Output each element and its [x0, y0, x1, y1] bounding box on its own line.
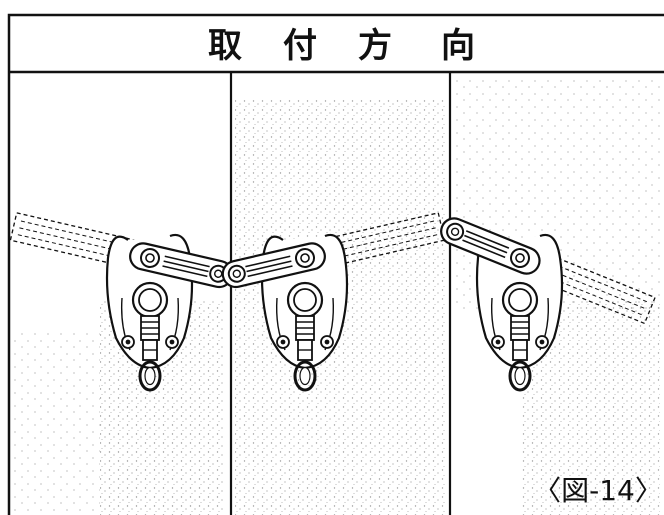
- title-char-3: 方: [358, 26, 392, 66]
- title-char-4: 向: [441, 26, 475, 66]
- title-char-1: 取: [208, 26, 242, 66]
- title-band: 取 付 方 向: [9, 26, 664, 74]
- figure-caption: 〈図-14〉: [533, 474, 663, 507]
- title-char-2: 付: [283, 26, 317, 66]
